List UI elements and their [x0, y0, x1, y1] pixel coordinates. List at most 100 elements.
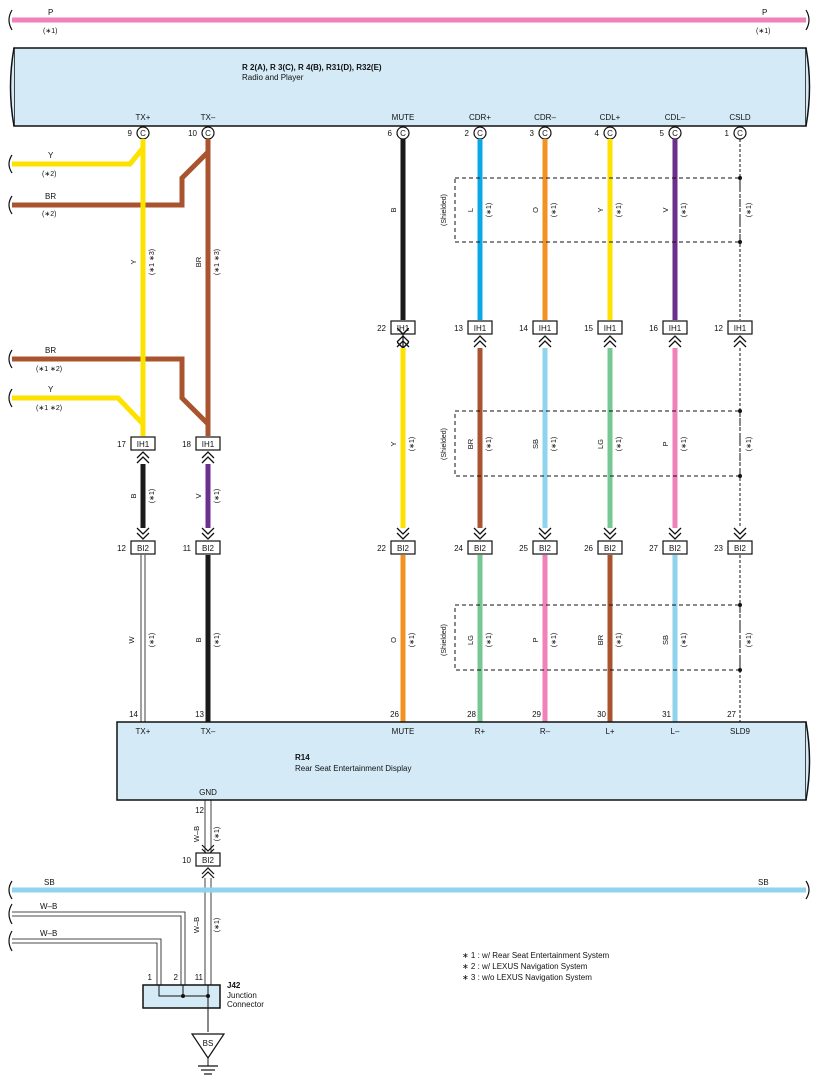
svg-text:P: P	[531, 637, 540, 642]
svg-text:23: 23	[714, 544, 723, 553]
ih1-17: 17 IH1	[117, 436, 156, 451]
svg-text:5: 5	[660, 129, 665, 138]
svg-text:MUTE: MUTE	[392, 113, 415, 122]
svg-text:CDR–: CDR–	[534, 113, 556, 122]
svg-text:(∗2): (∗2)	[42, 171, 56, 178]
display-name: Rear Seat Entertainment Display	[295, 764, 412, 773]
svg-text:(∗1 ∗3): (∗1 ∗3)	[149, 249, 156, 275]
svg-text:(∗1 ∗2): (∗1 ∗2)	[36, 405, 62, 412]
svg-text:C: C	[737, 129, 743, 138]
bi2-26: 26 BI2	[584, 540, 623, 555]
svg-text:(Shielded): (Shielded)	[441, 194, 448, 226]
svg-text:(∗1): (∗1)	[616, 633, 623, 647]
svg-text:25: 25	[519, 544, 528, 553]
svg-text:CDR+: CDR+	[469, 113, 491, 122]
rear-seat-display-component: TX+ TX– MUTE R+ R– L+ L– SLD9 R14 Rear S…	[116, 721, 811, 801]
svg-text:(∗1): (∗1)	[746, 437, 753, 451]
svg-text:(∗1): (∗1)	[214, 489, 221, 503]
svg-text:BI2: BI2	[734, 544, 747, 553]
ih1-18: 18 IH1	[182, 436, 221, 451]
svg-text:CDL–: CDL–	[665, 113, 686, 122]
svg-text:BS: BS	[203, 1039, 214, 1048]
svg-text:4: 4	[595, 129, 600, 138]
svg-text:BR: BR	[466, 438, 475, 449]
svg-text:W–B: W–B	[40, 902, 57, 911]
display-gnd-label: GND	[199, 788, 217, 797]
svg-text:(∗1): (∗1)	[486, 203, 493, 217]
footnote-2: ∗ 2 : w/ LEXUS Navigation System	[462, 962, 588, 971]
svg-text:V: V	[661, 207, 670, 212]
svg-text:TX–: TX–	[201, 113, 216, 122]
svg-text:IH1: IH1	[669, 324, 682, 333]
svg-text:(∗1): (∗1)	[486, 437, 493, 451]
top-wire-note-right: (∗1)	[756, 28, 770, 35]
svg-text:SB: SB	[531, 439, 540, 449]
junction-id: J42	[227, 981, 241, 990]
svg-text:3: 3	[530, 129, 535, 138]
svg-text:Y: Y	[389, 441, 398, 446]
svg-text:SB: SB	[44, 878, 55, 887]
svg-text:R–: R–	[540, 727, 551, 736]
upper-wire-cdr-minus: O (∗1)	[531, 139, 558, 320]
svg-text:C: C	[477, 129, 483, 138]
svg-text:11: 11	[183, 544, 192, 553]
ih1-12: 12 IH1	[714, 320, 753, 335]
svg-text:22: 22	[377, 324, 386, 333]
mid-wire-cdl-plus: LG (∗1)	[596, 348, 623, 528]
svg-text:(∗1): (∗1)	[214, 827, 221, 841]
left-wire-br-nav: BR (∗2)	[8, 150, 210, 218]
svg-text:L: L	[466, 208, 475, 212]
upper-wire-tx-plus: Y (∗1 ∗3)	[129, 139, 156, 436]
svg-text:Y: Y	[129, 259, 138, 264]
shield-lower: (Shielded)	[441, 603, 742, 672]
svg-text:IH1: IH1	[397, 324, 410, 333]
svg-text:(∗2): (∗2)	[42, 211, 56, 218]
svg-text:17: 17	[117, 440, 126, 449]
svg-text:R+: R+	[475, 727, 486, 736]
svg-text:BR: BR	[596, 634, 605, 645]
ih1-row: 22 IH1 13 IH1 14 IH1 15 IH1 16 IH1 12	[377, 320, 753, 348]
svg-text:O: O	[389, 637, 398, 643]
bi2-24: 24 BI2	[454, 540, 493, 555]
upper-wire-cdl-minus: V (∗1)	[661, 139, 688, 320]
svg-text:IH1: IH1	[474, 324, 487, 333]
svg-text:IH1: IH1	[202, 440, 215, 449]
svg-text:(Shielded): (Shielded)	[441, 624, 448, 656]
top-pink-wire: P (∗1) P (∗1)	[8, 8, 810, 35]
svg-text:L–: L–	[671, 727, 680, 736]
ih1-16: 16 IH1	[649, 320, 688, 335]
svg-text:(∗1): (∗1)	[551, 203, 558, 217]
svg-text:(∗1): (∗1)	[746, 203, 753, 217]
bi2-25: 25 BI2	[519, 540, 558, 555]
bi2-22: 22 BI2	[377, 540, 416, 555]
mid-wire-cdr-plus: BR (∗1)	[466, 348, 493, 528]
svg-text:(∗1): (∗1)	[616, 203, 623, 217]
left-wire-y-rse-nav: Y (∗1 ∗2)	[8, 385, 145, 426]
upper-wire-cdl-plus: Y (∗1)	[596, 139, 623, 320]
radio-connector-ids: R 2(A), R 3(C), R 4(B), R31(D), R32(E)	[242, 63, 382, 72]
svg-text:(∗1): (∗1)	[214, 918, 221, 932]
ih1-left: 17 IH1 18 IH1	[117, 436, 221, 464]
svg-text:22: 22	[377, 544, 386, 553]
svg-text:(∗1): (∗1)	[486, 633, 493, 647]
ih1-14: 14 IH1	[519, 320, 558, 335]
svg-text:14: 14	[519, 324, 528, 333]
svg-text:12: 12	[117, 544, 126, 553]
svg-text:13: 13	[454, 324, 463, 333]
svg-text:(Shielded): (Shielded)	[441, 428, 448, 460]
radio-name: Radio and Player	[242, 73, 304, 82]
svg-text:W–B: W–B	[192, 917, 201, 933]
svg-text:IH1: IH1	[539, 324, 552, 333]
svg-text:SB: SB	[758, 878, 769, 887]
svg-text:27: 27	[727, 710, 736, 719]
svg-text:W–B: W–B	[192, 826, 201, 842]
wb-wires: W–B W–B	[8, 902, 186, 985]
svg-text:L+: L+	[605, 727, 614, 736]
junction-line1: Junction	[227, 991, 257, 1000]
bi2-23: 23 BI2	[714, 540, 753, 555]
svg-text:16: 16	[649, 324, 658, 333]
upper-wire-mute: B	[389, 139, 406, 320]
svg-text:IH1: IH1	[137, 440, 150, 449]
bi2-27: 27 BI2	[649, 540, 688, 555]
ih1-13: 13 IH1	[454, 320, 493, 335]
